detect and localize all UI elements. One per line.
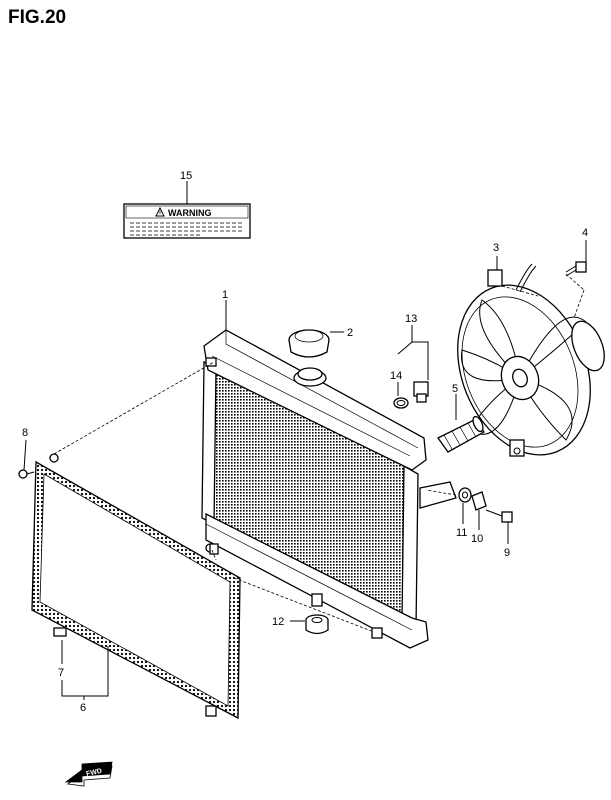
callout-12: 12 <box>272 616 284 628</box>
callout-6: 6 <box>80 702 86 714</box>
cooling-fan-assembly <box>457 263 605 457</box>
hose <box>437 415 486 453</box>
callout-5: 5 <box>452 383 458 395</box>
warning-label-text: WARNING <box>168 208 212 218</box>
bolt <box>565 261 587 277</box>
screw <box>18 469 35 479</box>
condenser-panel <box>31 453 241 720</box>
figure-title: FIG.20 <box>8 7 66 28</box>
leader-lines <box>23 181 587 700</box>
forward-arrow-icon: FWD <box>64 761 113 787</box>
o-ring <box>393 397 409 409</box>
callout-4: 4 <box>582 227 588 239</box>
mount-cushion <box>305 614 329 635</box>
forward-arrow-text: FWD <box>86 768 103 778</box>
grommet <box>458 487 472 503</box>
collar <box>471 491 487 511</box>
callout-10: 10 <box>471 533 483 545</box>
callout-3: 3 <box>493 242 499 254</box>
bolt-washer <box>485 509 513 523</box>
callout-numbers: 15 1 2 3 4 13 14 5 12 11 10 9 8 7 6 <box>22 170 588 714</box>
thermo-switch <box>413 381 429 403</box>
radiator-cap <box>288 329 330 358</box>
radiator <box>201 329 457 649</box>
callout-9: 9 <box>504 547 510 559</box>
warning-triangle-icon <box>155 206 165 217</box>
callout-15: 15 <box>180 170 192 182</box>
callout-13: 13 <box>405 313 417 325</box>
callout-7: 7 <box>58 667 64 679</box>
warning-label: WARNING <box>123 203 251 239</box>
callout-11: 11 <box>456 527 467 539</box>
callout-2: 2 <box>347 327 353 339</box>
callout-14: 14 <box>390 370 402 382</box>
callout-1: 1 <box>222 289 228 301</box>
callout-8: 8 <box>22 427 28 439</box>
